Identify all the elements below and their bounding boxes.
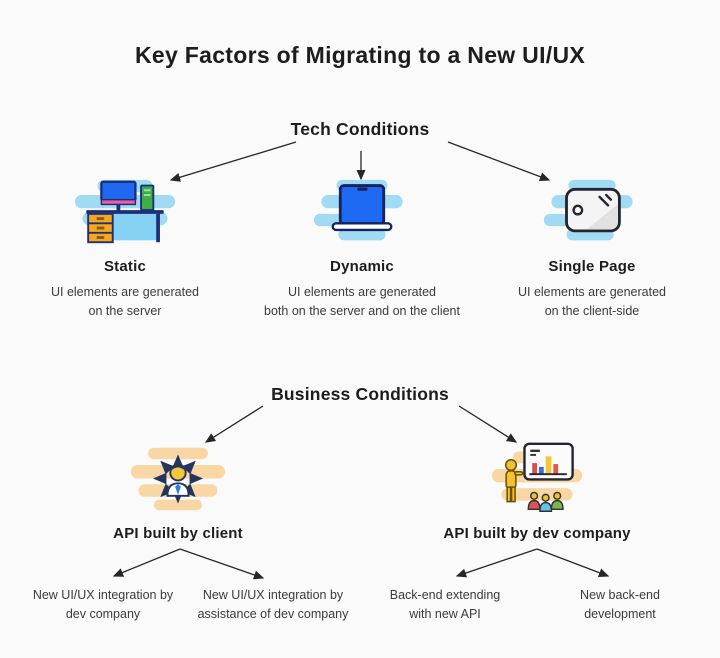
presentation-chart-icon	[491, 442, 583, 512]
node-static: Static UI elements are generated on the …	[17, 178, 233, 321]
node-api-dev-company: API built by dev company	[429, 440, 645, 542]
arrow-client-to-leaf2	[179, 548, 265, 580]
arrow-client-to-leaf1	[112, 548, 181, 577]
api-client-label: API built by client	[113, 525, 243, 542]
person-delegating-icon	[130, 447, 226, 511]
leaf-new-backend: New back-end development	[580, 588, 660, 621]
desktop-computer-icon	[74, 179, 176, 244]
arrow-tech-to-singlepage	[447, 141, 551, 182]
dynamic-description: UI elements are generated both on the se…	[264, 285, 460, 318]
static-label: Static	[103, 258, 147, 275]
api-dev-company-label: API built by dev company	[443, 525, 631, 542]
arrow-devcompany-to-leaf2	[536, 548, 610, 578]
node-dynamic: Dynamic UI elements are generated both o…	[254, 178, 470, 321]
single-page-description: UI elements are generated on the client-…	[517, 285, 666, 318]
node-api-client: API built by client	[70, 440, 286, 542]
single-page-label: Single Page	[548, 258, 636, 275]
tech-conditions-heading: Tech Conditions	[290, 119, 430, 139]
node-single-page: Single Page UI elements are generated on…	[484, 178, 700, 321]
arrow-tech-to-static	[169, 141, 297, 182]
laptop-icon	[313, 179, 403, 241]
tablet-icon	[543, 179, 633, 241]
business-conditions-heading: Business Conditions	[271, 384, 449, 404]
page-title: Key Factors of Migrating to a New UI/UX	[134, 42, 586, 68]
leaf-integration-by-dev-company: New UI/UX integration by dev company	[32, 588, 174, 621]
dynamic-label: Dynamic	[330, 258, 394, 275]
arrow-business-to-devcompany	[458, 405, 518, 443]
static-description: UI elements are generated on the server	[50, 285, 199, 318]
leaf-integration-assistance: New UI/UX integration by assistance of d…	[197, 588, 349, 621]
arrow-business-to-client	[204, 405, 264, 443]
arrow-devcompany-to-leaf1	[455, 548, 538, 578]
leaf-backend-extending: Back-end extending with new API	[389, 588, 501, 621]
